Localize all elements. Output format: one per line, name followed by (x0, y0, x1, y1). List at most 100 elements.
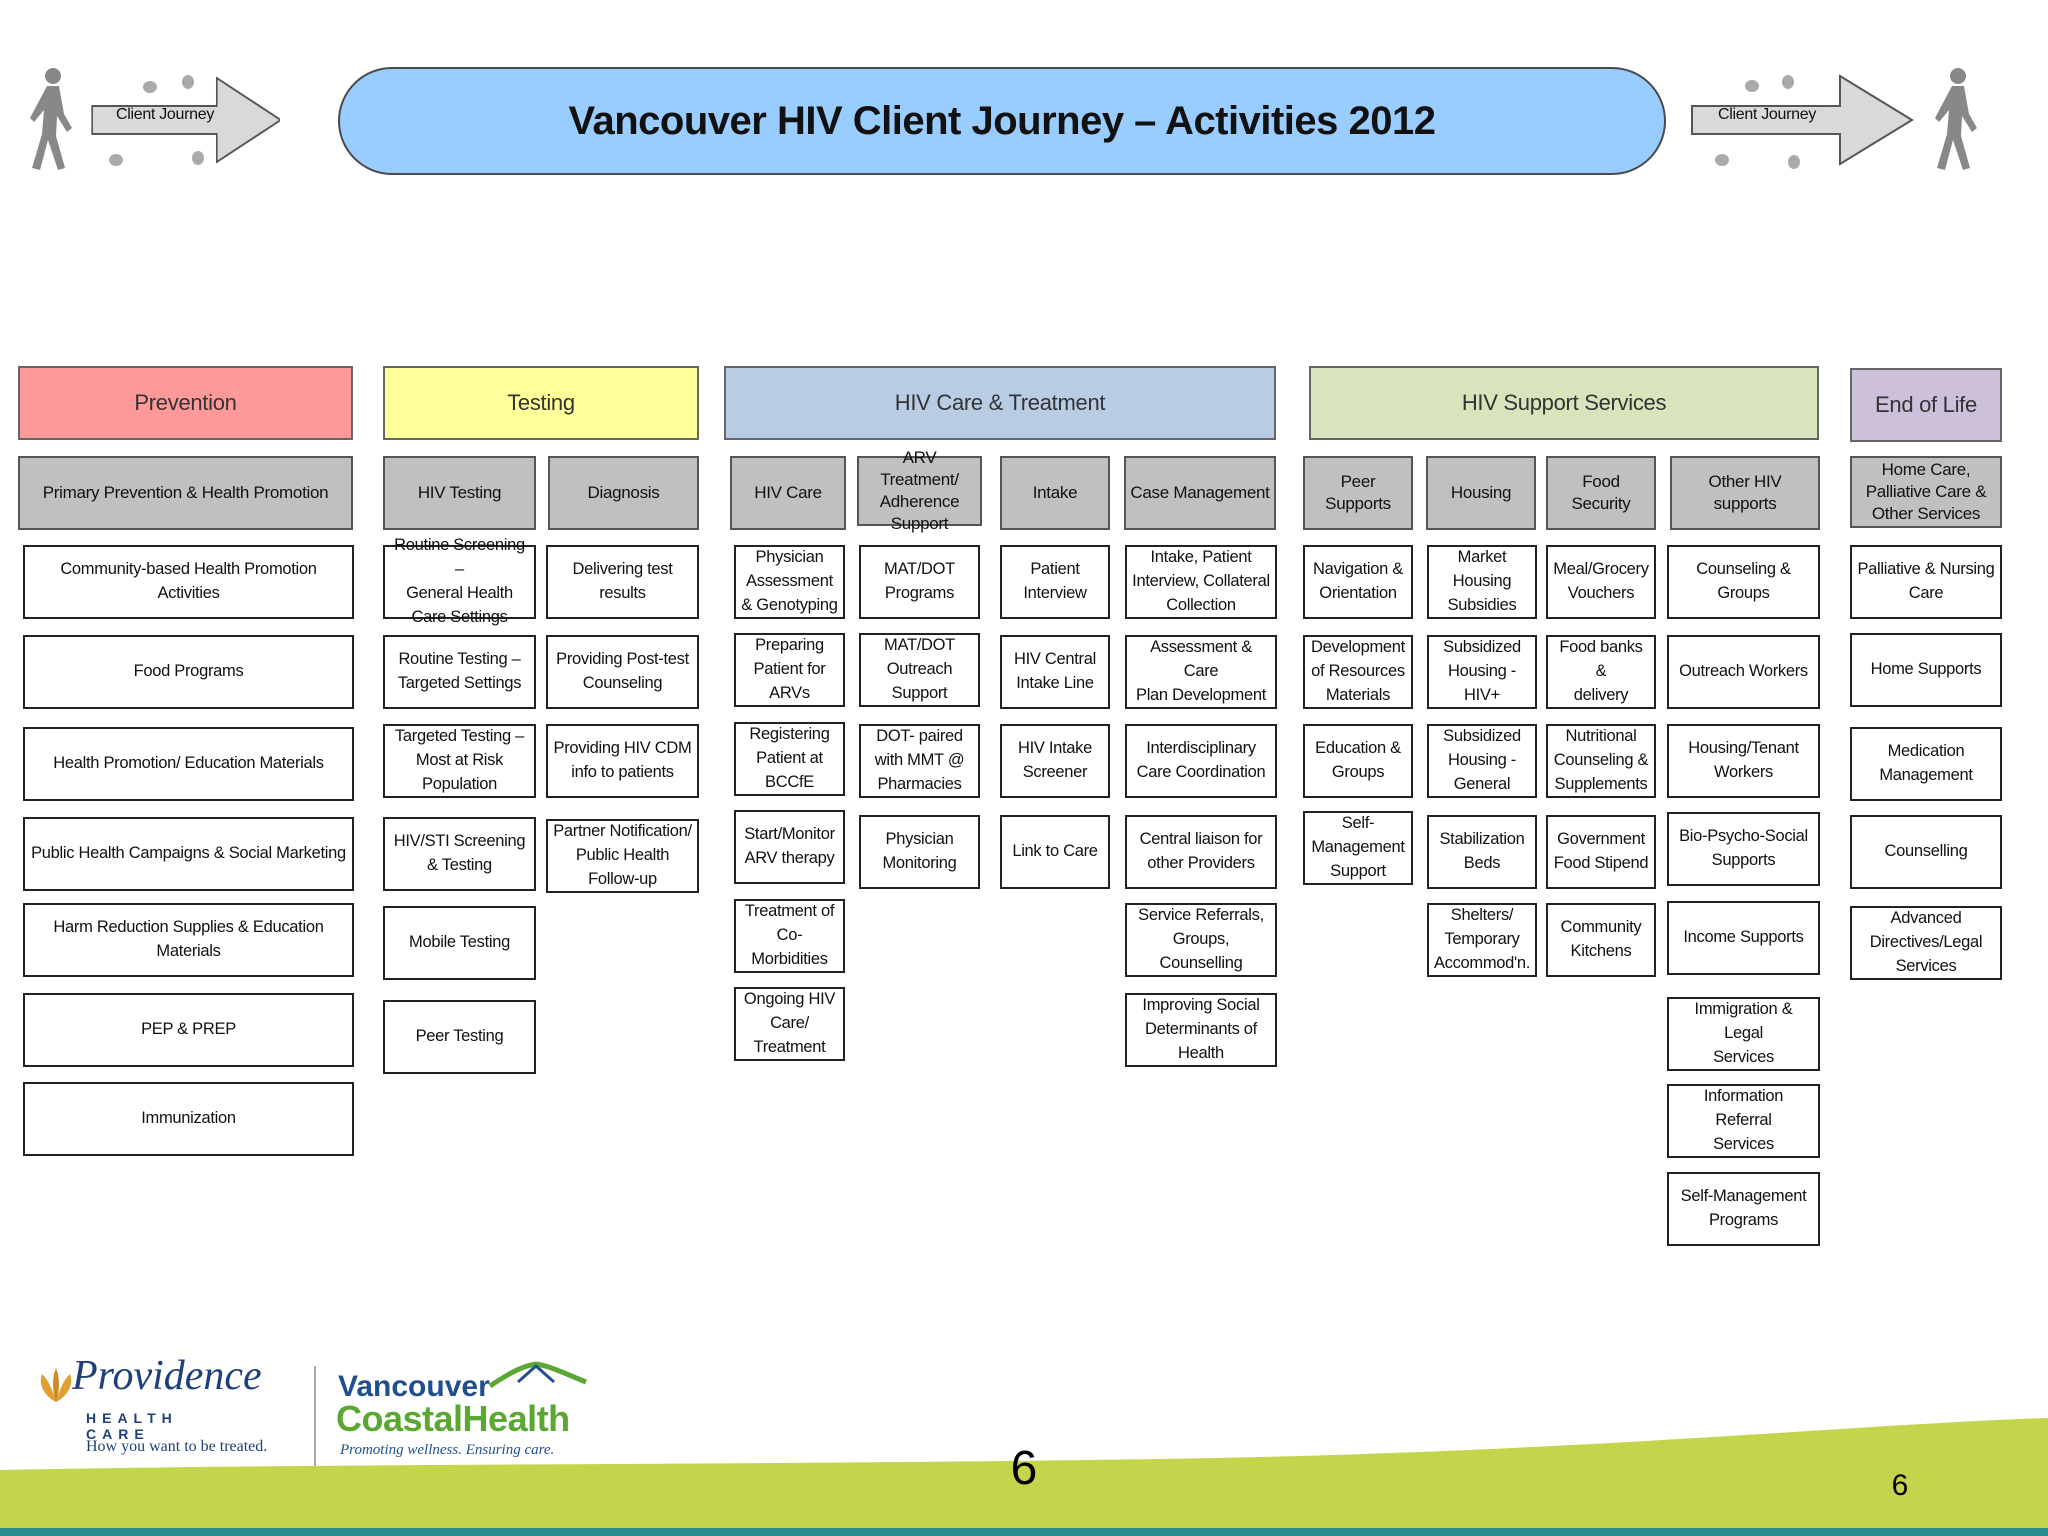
vch-logo-line2: CoastalHealth (336, 1398, 570, 1439)
activity-box: Shelters/ Temporary Accommod'n. (1427, 903, 1537, 977)
activity-box: HIV/STI Screening & Testing (383, 817, 536, 891)
activity-box: Community-based Health Promotion Activit… (23, 545, 354, 619)
activity-box: Government Food Stipend (1546, 815, 1656, 889)
subheader-home-care: Home Care, Palliative Care & Other Servi… (1850, 456, 2002, 528)
activity-box: Service Referrals, Groups, Counselling (1125, 903, 1277, 977)
activity-box: Central liaison for other Providers (1125, 815, 1277, 889)
subheader-hiv-testing: HIV Testing (383, 456, 536, 530)
activity-box: HIV Intake Screener (1000, 724, 1110, 798)
subheader-intake: Intake (1000, 456, 1110, 530)
activity-box: Targeted Testing – Most at Risk Populati… (383, 724, 536, 798)
activity-box: Patient Interview (1000, 545, 1110, 619)
activity-box: Registering Patient at BCCfE (734, 722, 845, 796)
subheader-diagnosis: Diagnosis (548, 456, 699, 530)
activity-box: Home Supports (1850, 633, 2002, 707)
activity-box: Outreach Workers (1667, 635, 1820, 709)
walking-person-icon (30, 68, 283, 170)
activity-box: Food Programs (23, 635, 354, 709)
activity-box: Providing Post-test Counseling (546, 635, 699, 709)
activity-box: Stabilization Beds (1427, 815, 1537, 889)
category-end-of-life: End of Life (1850, 368, 2002, 442)
subheader-peer-supports: Peer Supports (1303, 456, 1413, 530)
activity-box: Community Kitchens (1546, 903, 1656, 977)
client-journey-label-right: Client Journey (1717, 106, 1817, 123)
activity-box: Interdisciplinary Care Coordination (1125, 724, 1277, 798)
activity-box: DOT- paired with MMT @ Pharmacies (859, 724, 980, 798)
activity-box: Assessment & Care Plan Development (1125, 635, 1277, 709)
activity-box: MAT/DOT Programs (859, 545, 980, 619)
category-prevention: Prevention (18, 366, 353, 440)
category-hiv-support-services: HIV Support Services (1309, 366, 1819, 440)
logo-divider (314, 1366, 316, 1466)
activity-box: Housing/Tenant Workers (1667, 724, 1820, 798)
page-number-corner: 6 (1891, 1469, 1909, 1502)
walking-person-icon (1691, 68, 1977, 170)
activity-box: Harm Reduction Supplies & Education Mate… (23, 903, 354, 977)
activity-box: Providing HIV CDM info to patients (546, 724, 699, 798)
activity-box: Advanced Directives/Legal Services (1850, 906, 2002, 980)
subheader-hiv-care: HIV Care (730, 456, 846, 530)
category-testing: Testing (383, 366, 699, 440)
activity-box: Preparing Patient for ARVs (734, 633, 845, 707)
activity-box: Start/Monitor ARV therapy (734, 810, 845, 884)
subheader-food-security: Food Security (1546, 456, 1656, 530)
activity-box: Intake, Patient Interview, Collateral Co… (1125, 545, 1277, 619)
providence-logo-tagline: How you want to be treated. (86, 1438, 268, 1455)
activity-box: HIV Central Intake Line (1000, 635, 1110, 709)
activity-box: Delivering test results (546, 545, 699, 619)
footer-wave (0, 1418, 2048, 1536)
activity-box: Partner Notification/ Public Health Foll… (546, 819, 699, 893)
activity-box: Market Housing Subsidies (1427, 545, 1537, 619)
activity-box: PEP & PREP (23, 993, 354, 1067)
activity-box: Mobile Testing (383, 906, 536, 980)
subheader-housing: Housing (1426, 456, 1536, 530)
activity-box: Meal/Grocery Vouchers (1546, 545, 1656, 619)
activity-box: Palliative & Nursing Care (1850, 545, 2002, 619)
activity-box: Subsidized Housing - General (1427, 724, 1537, 798)
activity-box: Self-Management Programs (1667, 1172, 1820, 1246)
category-hiv-care-treatment: HIV Care & Treatment (724, 366, 1276, 440)
activity-box: Treatment of Co- Morbidities (734, 899, 845, 973)
activity-box: Counselling (1850, 815, 2002, 889)
activity-box: Self- Management Support (1303, 811, 1413, 885)
activity-box: Improving Social Determinants of Health (1125, 993, 1277, 1067)
activity-box: MAT/DOT Outreach Support (859, 633, 980, 707)
activity-box: Bio-Psycho-Social Supports (1667, 812, 1820, 886)
subheader-case-management: Case Management (1124, 456, 1276, 530)
activity-box: Food banks & delivery (1546, 635, 1656, 709)
subheader-arv-treatment: ARV Treatment/ Adherence Support (857, 448, 982, 533)
vch-logo-tagline: Promoting wellness. Ensuring care. (340, 1442, 555, 1458)
activity-box: Link to Care (1000, 815, 1110, 889)
activity-box: Physician Monitoring (859, 815, 980, 889)
activity-box: Peer Testing (383, 1000, 536, 1074)
activity-box: Public Health Campaigns & Social Marketi… (23, 817, 354, 891)
providence-flower-icon (40, 1368, 72, 1402)
activity-box: Income Supports (1667, 901, 1820, 975)
activity-box: Education & Groups (1303, 724, 1413, 798)
activity-box: Routine Testing – Targeted Settings (383, 635, 536, 709)
activity-box: Development of Resources Materials (1303, 635, 1413, 709)
page-title: Vancouver HIV Client Journey – Activitie… (338, 67, 1666, 175)
client-journey-label-left: Client Journey (115, 106, 215, 123)
providence-logo-subtitle: HEALTH CARE (86, 1410, 178, 1442)
providence-logo-name: Providence (72, 1353, 262, 1399)
activity-box: Health Promotion/ Education Materials (23, 727, 354, 801)
activity-box: Navigation & Orientation (1303, 545, 1413, 619)
activity-box: Nutritional Counseling & Supplements (1546, 724, 1656, 798)
activity-box: Counseling & Groups (1667, 545, 1820, 619)
activity-box: Routine Screening – General Health Care … (383, 536, 536, 626)
page-number: 6 (1010, 1441, 1038, 1495)
activity-box: Physician Assessment & Genotyping (734, 545, 845, 619)
activity-box: Medication Management (1850, 727, 2002, 801)
activity-box: Subsidized Housing - HIV+ (1427, 635, 1537, 709)
client-journey-arrow-left: Client Journey (20, 62, 283, 172)
activity-box: Immunization (23, 1082, 354, 1156)
activity-box: Information Referral Services (1667, 1084, 1820, 1158)
subheader-primary-prevention: Primary Prevention & Health Promotion (18, 456, 353, 530)
vch-logo-line1: Vancouver (338, 1370, 490, 1403)
client-journey-arrow-right: Client Journey (1690, 62, 1977, 172)
activity-box: Ongoing HIV Care/ Treatment (734, 987, 845, 1061)
mountain-icon (488, 1361, 587, 1389)
subheader-other-hiv-supports: Other HIV supports (1670, 456, 1820, 530)
activity-box: Immigration & Legal Services (1667, 997, 1820, 1071)
